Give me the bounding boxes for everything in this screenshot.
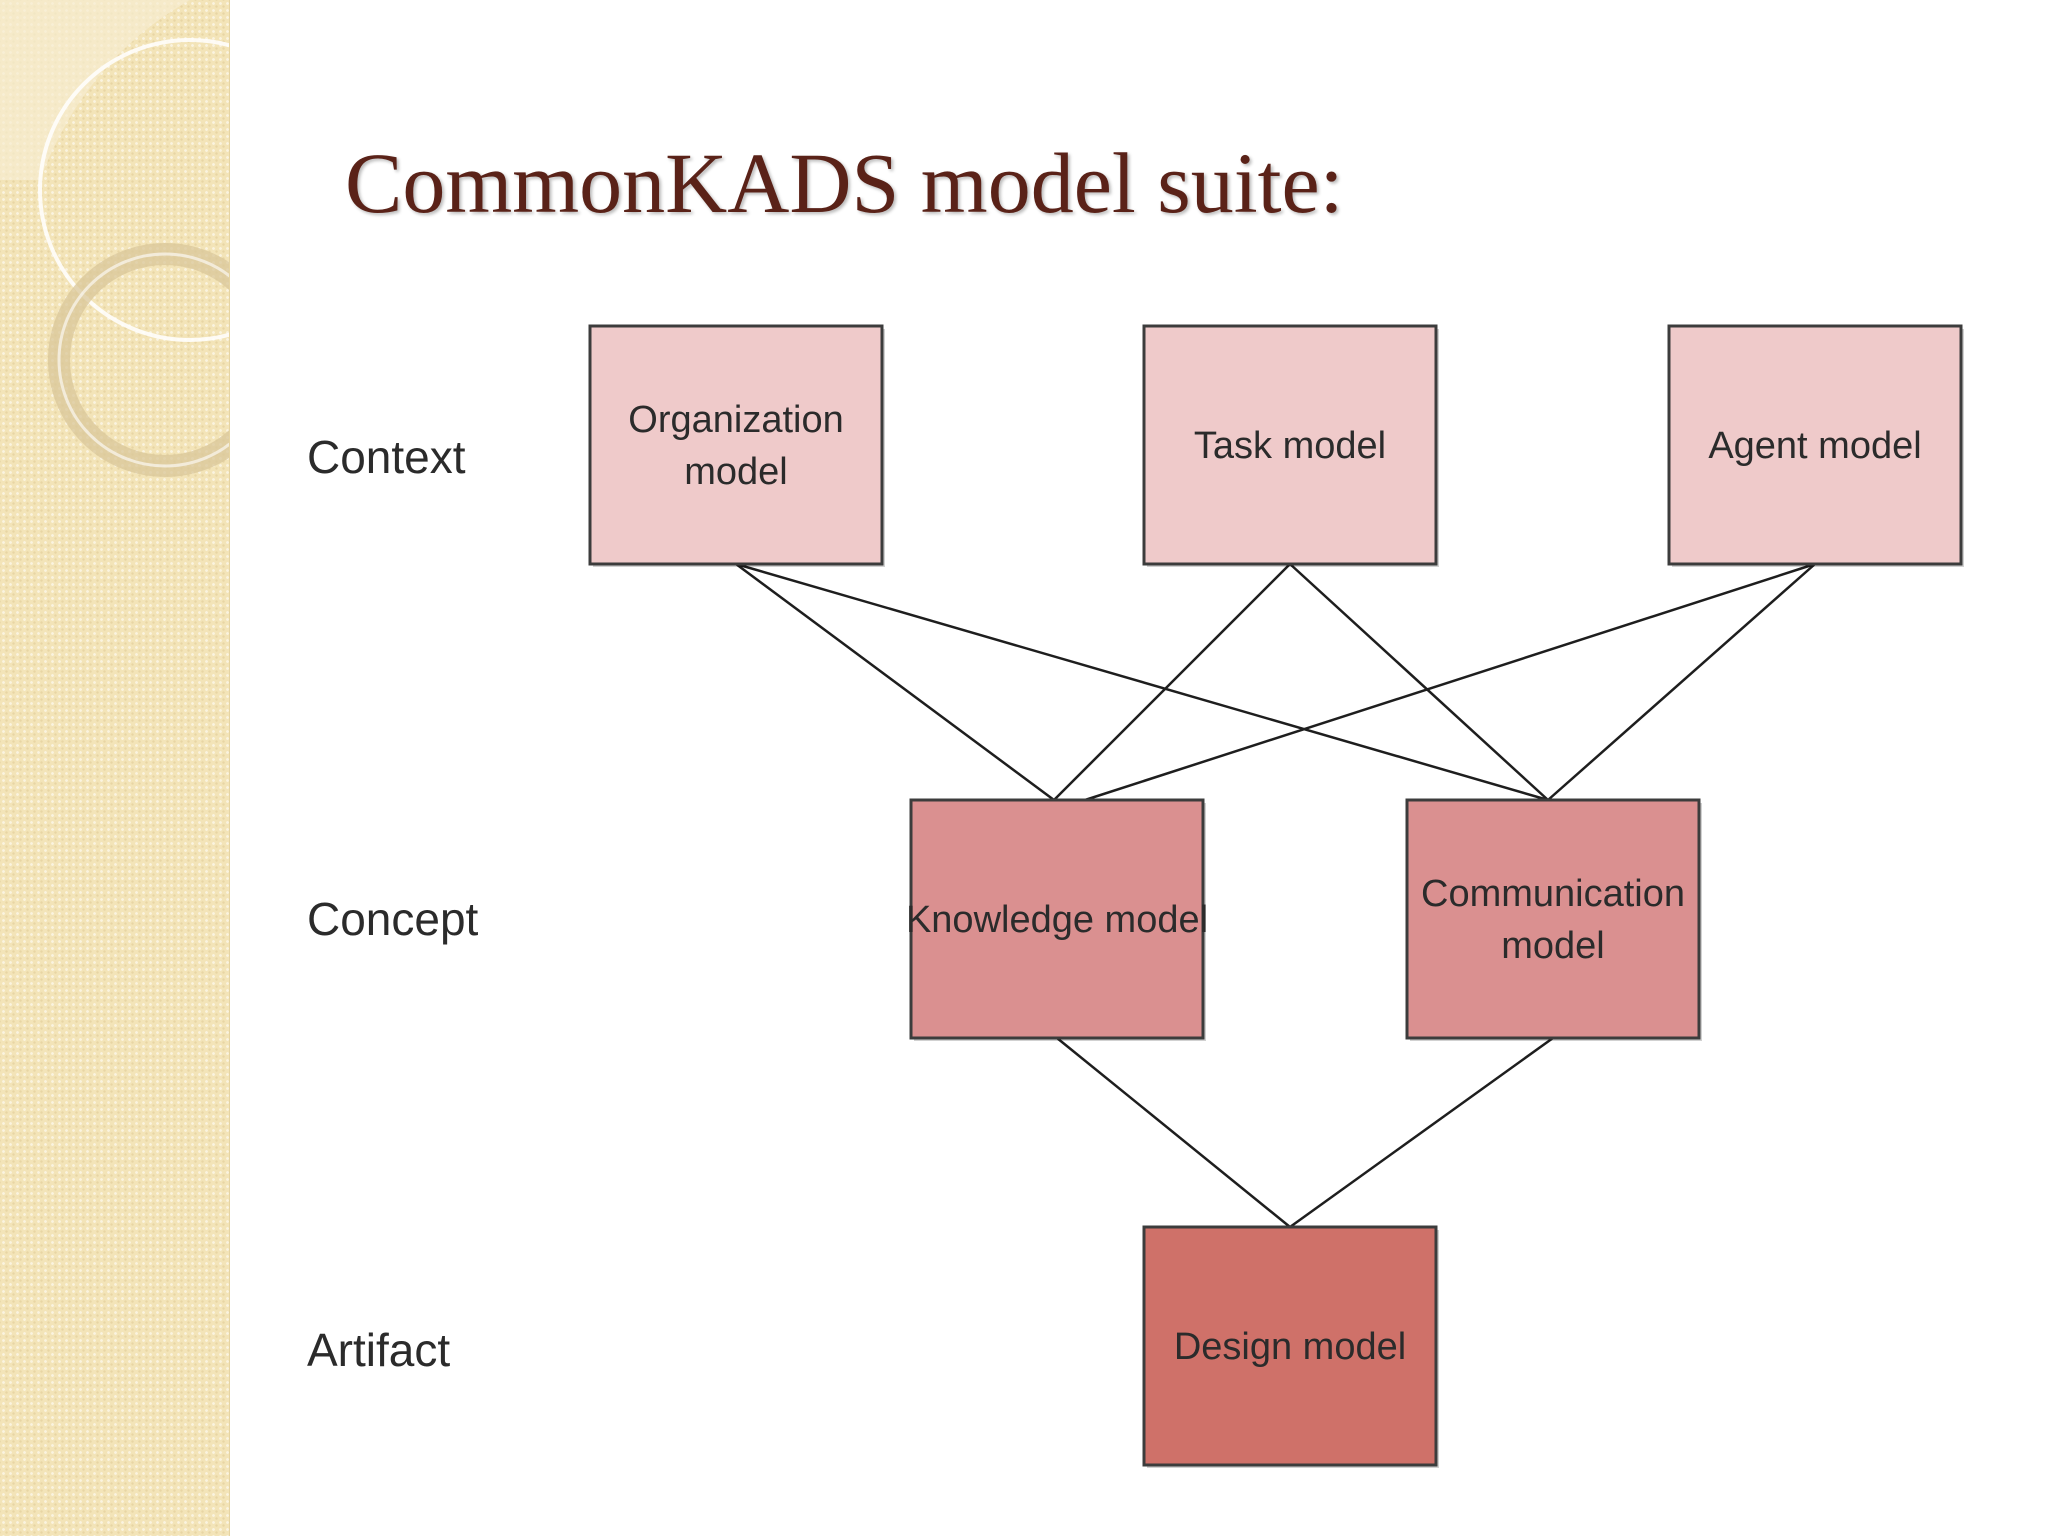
decorative-rings-icon (0, 0, 229, 477)
node-label: Knowledge model (906, 899, 1208, 941)
node-box (1405, 798, 1701, 1040)
edge-organization-to-communication (735, 562, 1549, 802)
node-agent: Agent model (1667, 324, 1964, 567)
node-knowledge: Knowledge model (906, 798, 1208, 1041)
level-label-concept: Concept (307, 893, 479, 945)
node-label: Communication (1421, 873, 1685, 915)
edge-knowledge-to-design (1056, 1037, 1291, 1228)
node-box (909, 798, 1205, 1040)
node-label: Organization (628, 399, 843, 441)
node-communication: Communication model (1405, 798, 1702, 1041)
node-task: Task model (1142, 324, 1439, 567)
node-design: Design model (1142, 1225, 1439, 1468)
level-label-artifact: Artifact (307, 1324, 450, 1376)
nodes-layer: Organization model Task model Agent modelKn… (588, 324, 1964, 1468)
edge-agent-to-knowledge (1084, 562, 1816, 802)
node-label: Agent model (1708, 425, 1921, 467)
slide-title: CommonKADS model suite: (345, 135, 1344, 231)
edges-layer (735, 562, 1816, 1229)
node-label: model (684, 451, 788, 493)
node-label: Task model (1194, 425, 1386, 467)
edge-agent-to-communication (1547, 563, 1816, 801)
node-box (1142, 324, 1438, 566)
node-box (588, 324, 884, 566)
node-label: model (1501, 925, 1605, 967)
edge-task-to-communication (1289, 563, 1549, 801)
node-label: Design model (1174, 1326, 1406, 1368)
node-organization: Organization model (588, 324, 885, 567)
level-label-context: Context (307, 431, 466, 483)
left-decorative-band (0, 0, 230, 1536)
node-box (1667, 324, 1963, 566)
edge-task-to-knowledge (1053, 563, 1291, 801)
node-box (1142, 1225, 1438, 1467)
edge-organization-to-knowledge (735, 562, 1055, 802)
edge-communication-to-design (1289, 1036, 1554, 1229)
